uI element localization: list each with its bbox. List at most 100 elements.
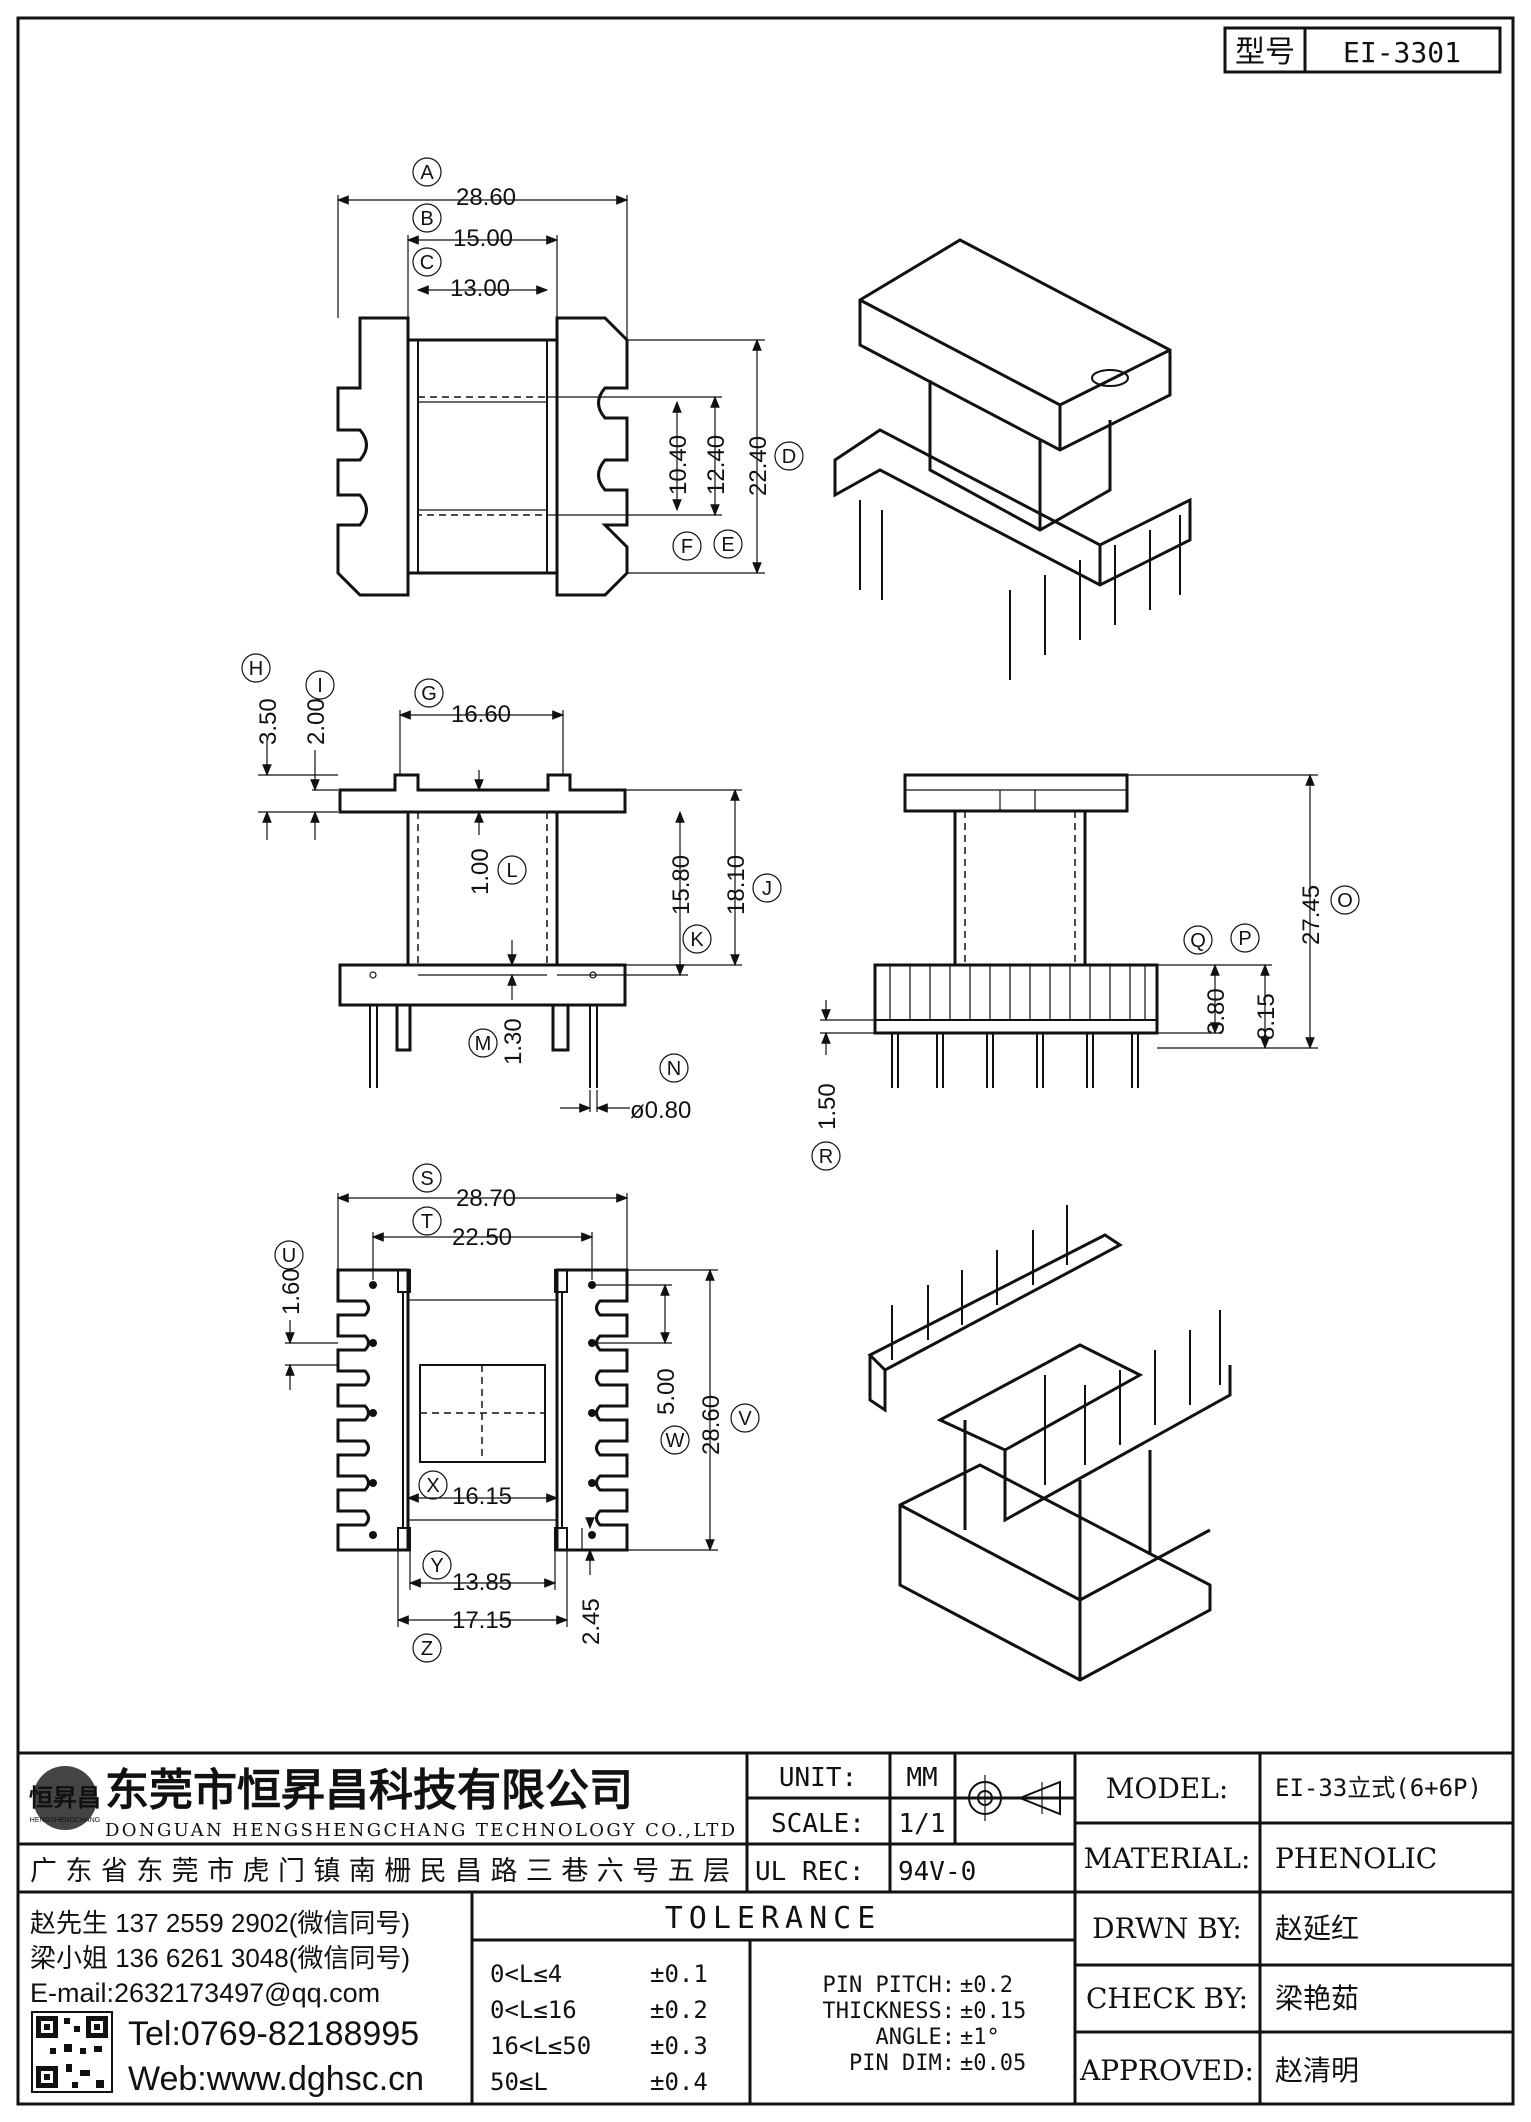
side-dims: 27.45 8.15 3.80 1.50 [814,773,1325,1130]
scale-value: 1/1 [899,1809,946,1839]
callouts: A B C D E F G H I J K L M N O P Q R S T … [241,157,1360,1663]
svg-text:N: N [667,1058,681,1080]
callout-J: J [752,873,782,903]
callout-T: T [412,1206,442,1236]
contact-1: 赵先生 137 2559 2902(微信同号) [30,1908,410,1938]
callout-E: E [713,529,743,559]
drwn-value: 赵延红 [1275,1913,1359,1944]
tol-range-4: 50≤L [490,2068,548,2096]
ulrec-value: 94V-0 [898,1857,976,1887]
dim-S: 28.70 [456,1185,516,1212]
contact-2: 梁小姐 136 6261 3048(微信同号) [30,1943,410,1973]
svg-text:B: B [420,208,433,230]
dim-K: 15.80 [668,855,695,915]
tol-range-2: 0<L≤16 [490,1996,577,2024]
pin-pitch-label: PIN PITCH: [823,1973,955,1998]
dim-L: 1.00 [467,848,494,895]
svg-text:W: W [666,1430,685,1452]
dim-U: 1.60 [278,1268,305,1315]
approved-value: 赵清明 [1275,2055,1359,2086]
type-value: EI-3301 [1343,36,1461,69]
dim-E: 12.40 [703,435,730,495]
dim-X: 16.15 [452,1483,512,1510]
iso-view-bottom [867,1205,1232,1682]
material-label: MATERIAL: [1084,1842,1251,1875]
svg-text:V: V [738,1408,752,1430]
ulrec-label: UL REC: [755,1857,865,1887]
svg-text:Z: Z [421,1638,433,1660]
drwn-label: DRWN BY: [1092,1912,1242,1945]
callout-C: C [412,247,442,277]
dim-H: 3.50 [255,698,282,745]
dim-T: 22.50 [452,1224,512,1251]
callout-A: A [412,157,442,187]
callout-W: W [660,1425,690,1455]
pin-dim-value: ±0.05 [960,2051,1026,2076]
dim-P: 8.15 [1253,993,1280,1040]
angle-value: ±1° [960,2025,1000,2050]
tol-range-3: 16<L≤50 [490,2032,591,2060]
tolerance-extra: PIN PITCH: ±0.2 THICKNESS: ±0.15 ANGLE: … [823,1973,1027,2076]
svg-text:Q: Q [1190,930,1206,952]
callout-S: S [412,1163,442,1193]
tel: Tel:0769-82188995 [128,2015,419,2053]
callout-M: M [468,1028,498,1058]
svg-text:M: M [475,1033,492,1055]
svg-text:R: R [819,1146,833,1168]
callout-P: P [1230,923,1260,953]
callout-N: N [659,1053,689,1083]
callout-V: V [730,1403,760,1433]
callout-B: B [412,203,442,233]
dim-Z: 17.15 [452,1607,512,1634]
dim-Z2: 2.45 [578,1598,605,1645]
model-value: EI-33立式(6+6P) [1275,1774,1482,1802]
thickness-label: THICKNESS: [823,1999,955,2024]
company-name-en: DONGUAN HENGSHENGCHANG TECHNOLOGY CO.,LT… [105,1820,735,1841]
callout-K: K [682,924,712,954]
thickness-value: ±0.15 [960,1999,1026,2024]
svg-text:I: I [317,675,323,697]
pin-dim-label: PIN DIM: [849,2051,955,2076]
svg-text:J: J [762,878,772,900]
dim-W: 5.00 [653,1368,680,1415]
dim-O: 27.45 [1298,885,1325,945]
material-value: PHENOLIC [1275,1842,1437,1875]
dim-C: 13.00 [450,275,510,302]
title-block: 恒昇昌 HENGSHENGCHANG 东莞市恒昇昌科技有限公司 DONGUAN … [18,1751,1513,2104]
bottom-view [336,1268,629,1552]
dim-G: 16.60 [451,701,511,728]
svg-text:X: X [426,1475,439,1497]
callout-Y: Y [422,1550,452,1580]
callout-H: H [241,653,271,683]
tol-value-1: ±0.1 [650,1960,708,1988]
iso-view-top [833,238,1192,680]
tol-value-2: ±0.2 [650,1996,708,2024]
scale-label: SCALE: [771,1809,865,1839]
svg-text:K: K [690,929,704,951]
dim-J: 18.10 [723,855,750,915]
svg-text:D: D [782,446,796,468]
svg-text:E: E [721,534,734,556]
unit-label: UNIT: [779,1763,857,1793]
email: E-mail:2632173497@qq.com [30,1978,380,2008]
projection-symbol-icon [962,1775,1061,1821]
dim-M: 1.30 [500,1018,527,1065]
tolerance-rows: 0<L≤4 ±0.1 0<L≤16 ±0.2 16<L≤50 ±0.3 50≤L… [490,1960,708,2096]
front-view [338,773,627,1088]
svg-text:HENGSHENGCHANG: HENGSHENGCHANG [30,1817,100,1824]
tol-range-1: 0<L≤4 [490,1960,562,1988]
svg-text:T: T [421,1211,433,1233]
dim-Y: 13.85 [452,1569,512,1596]
callout-G: G [414,678,444,708]
svg-text:O: O [1337,890,1353,912]
callout-R: R [811,1141,841,1171]
top-view [336,316,629,597]
svg-text:P: P [1238,928,1251,950]
dim-V: 28.60 [698,1395,725,1455]
side-view [873,773,1159,1088]
qr-code [31,2011,113,2093]
svg-text:A: A [420,162,434,184]
pin-pitch-value: ±0.2 [960,1973,1013,1998]
dim-Q: 3.80 [1203,988,1230,1035]
svg-text:恒昇昌: 恒昇昌 [29,1785,101,1812]
